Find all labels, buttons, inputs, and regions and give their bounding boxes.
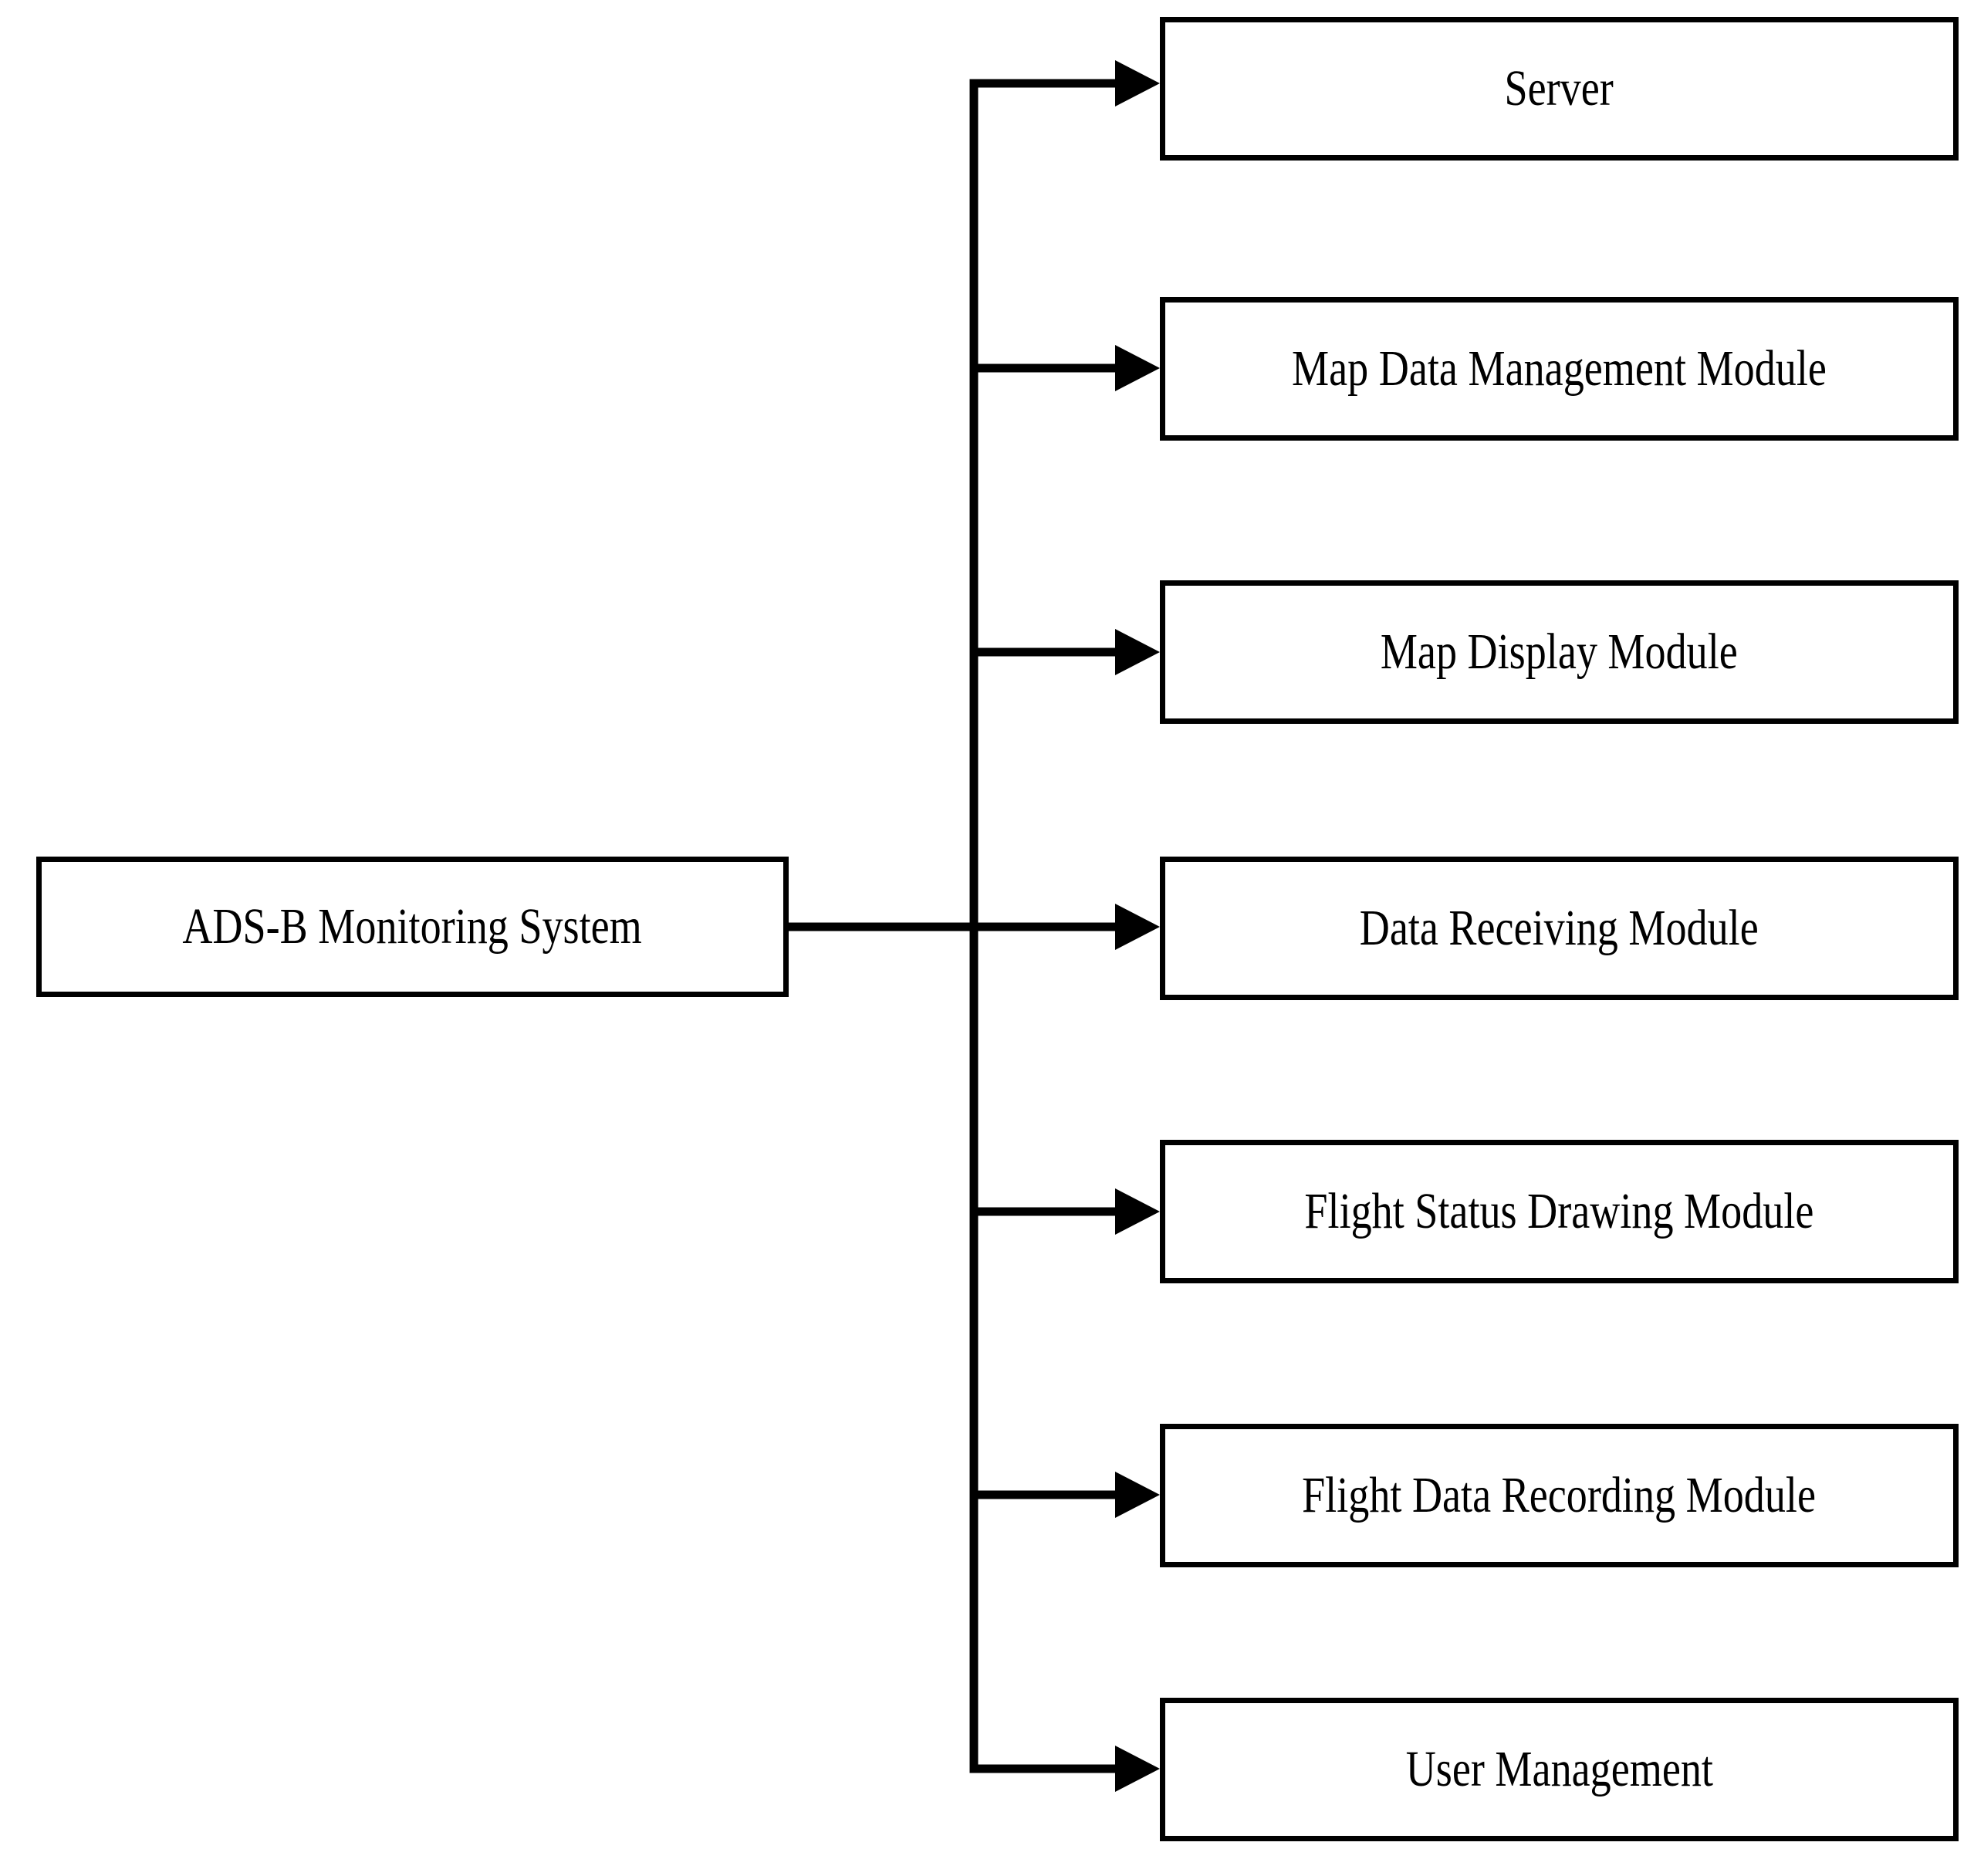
node-flight-status-drawing-module[interactable]: Flight Status Drawing Module	[1160, 1140, 1959, 1283]
node-flight-data-recording-module-label: Flight Data Recording Module	[1302, 1467, 1817, 1524]
node-map-data-management-module-label: Map Data Management Module	[1292, 340, 1827, 397]
node-data-receiving-module-label: Data Receiving Module	[1359, 900, 1759, 957]
node-map-display-module[interactable]: Map Display Module	[1160, 580, 1959, 724]
node-server-label: Server	[1504, 60, 1614, 117]
node-root-label: ADS-B Monitoring System	[182, 898, 643, 955]
node-root-ads-b-monitoring-system[interactable]: ADS-B Monitoring System	[36, 857, 789, 997]
node-user-management[interactable]: User Management	[1160, 1698, 1959, 1841]
node-data-receiving-module[interactable]: Data Receiving Module	[1160, 857, 1959, 1000]
node-flight-status-drawing-module-label: Flight Status Drawing Module	[1304, 1183, 1814, 1240]
node-map-display-module-label: Map Display Module	[1381, 624, 1738, 681]
node-user-management-label: User Management	[1405, 1741, 1713, 1798]
node-map-data-management-module[interactable]: Map Data Management Module	[1160, 297, 1959, 441]
node-server[interactable]: Server	[1160, 17, 1959, 161]
node-flight-data-recording-module[interactable]: Flight Data Recording Module	[1160, 1424, 1959, 1567]
connector-group	[789, 60, 1160, 1792]
